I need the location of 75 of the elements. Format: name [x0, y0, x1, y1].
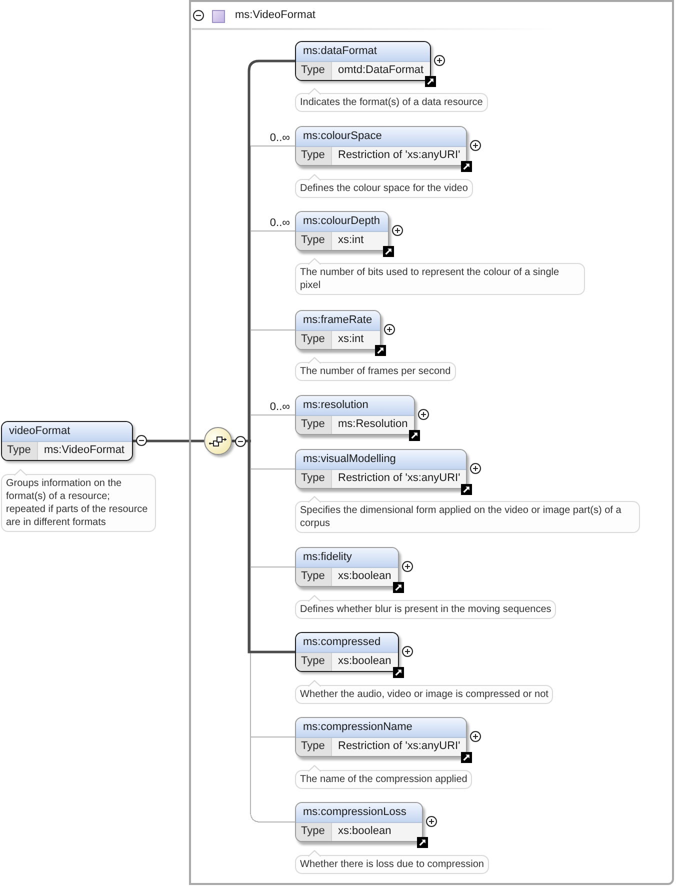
type-label: Type: [296, 470, 332, 488]
cardinality-label: 0..∞: [270, 132, 290, 144]
type-value: Restriction of 'xs:anyURI': [332, 147, 466, 165]
element-name: ms:dataFormat: [296, 42, 430, 62]
type-value: ms:Resolution: [332, 416, 414, 434]
annotation-callout: [295, 88, 488, 112]
annotation-text: Groups information on the format(s) of a resource; repeated if parts of the resource are in different formats: [1, 474, 156, 532]
type-value: xs:int: [332, 331, 380, 349]
connector-line: [250, 468, 296, 470]
type-label: Type: [296, 823, 332, 841]
element-box: [295, 211, 389, 251]
type-label: Type: [296, 331, 332, 349]
type-value: xs:boolean: [332, 653, 398, 671]
annotation-callout: [295, 680, 554, 704]
connector-line: [248, 441, 295, 654]
type-label: Type: [2, 442, 38, 460]
cardinality-label: 0..∞: [270, 217, 290, 229]
element-name: ms:resolution: [296, 396, 414, 416]
type-value: xs:boolean: [332, 568, 398, 586]
cardinality-label: 0..∞: [270, 401, 290, 413]
type-label: Type: [296, 232, 332, 250]
annotation-text: Specifies the dimensional form applied on the video or image part(s) of a corpus: [295, 501, 640, 533]
annotation-callout: [295, 174, 473, 198]
element-box: [295, 802, 423, 842]
type-value: xs:boolean: [332, 823, 422, 841]
type-label: Type: [296, 653, 332, 671]
element-name: ms:frameRate: [296, 311, 380, 331]
connector-line: [250, 146, 296, 232]
type-value: ms:VideoFormat: [38, 442, 132, 460]
type-label: Type: [296, 738, 332, 756]
annotation-text: The number of bits used to represent the colour of a single pixel: [295, 263, 585, 295]
element-box: [295, 717, 467, 757]
element-name: ms:compressionLoss: [296, 803, 422, 823]
type-value: Restriction of 'xs:anyURI': [332, 738, 466, 756]
connector-line: [250, 414, 251, 442]
connector-line: [250, 736, 296, 822]
type-name: ms:VideoFormat: [235, 8, 316, 22]
annotation-callout: [295, 765, 472, 789]
element-box: [295, 310, 381, 350]
connector-line: [250, 440, 251, 470]
type-label: Type: [296, 62, 332, 80]
annotation-callout: [295, 357, 456, 381]
element-name: videoFormat: [2, 422, 132, 442]
connector-line: [248, 60, 295, 441]
element-box: [295, 41, 431, 81]
element-name: ms:colourSpace: [296, 127, 466, 147]
element-name: ms:visualModelling: [296, 450, 466, 470]
element-box: [295, 547, 399, 587]
element-box: [1, 421, 133, 461]
type-value: xs:int: [332, 232, 388, 250]
element-name: ms:compressed: [296, 633, 398, 653]
element-name: ms:colourDepth: [296, 212, 388, 232]
element-box: [295, 449, 467, 489]
type-label: Type: [296, 147, 332, 165]
connector-line: [250, 566, 251, 738]
connector-line: [133, 440, 204, 442]
connector-line: [250, 414, 296, 416]
element-name: ms:compressionName: [296, 718, 466, 738]
type-group-box: [189, 0, 674, 885]
type-value: Restriction of 'xs:anyURI': [332, 470, 466, 488]
connector-line: [250, 330, 251, 416]
annotation-callout: [295, 595, 556, 619]
connector-line: [250, 566, 296, 568]
annotation-callout: [295, 850, 489, 874]
element-box: [295, 126, 467, 166]
connector-line: [250, 736, 296, 738]
type-label: Type: [296, 568, 332, 586]
connector-line: [250, 468, 251, 568]
type-value: omtd:DataFormat: [332, 62, 430, 80]
element-box: [295, 632, 399, 672]
connector-line: [250, 230, 251, 330]
connector-line: [250, 230, 296, 232]
element-box: [295, 395, 415, 435]
type-label: Type: [296, 416, 332, 434]
element-name: ms:fidelity: [296, 548, 398, 568]
